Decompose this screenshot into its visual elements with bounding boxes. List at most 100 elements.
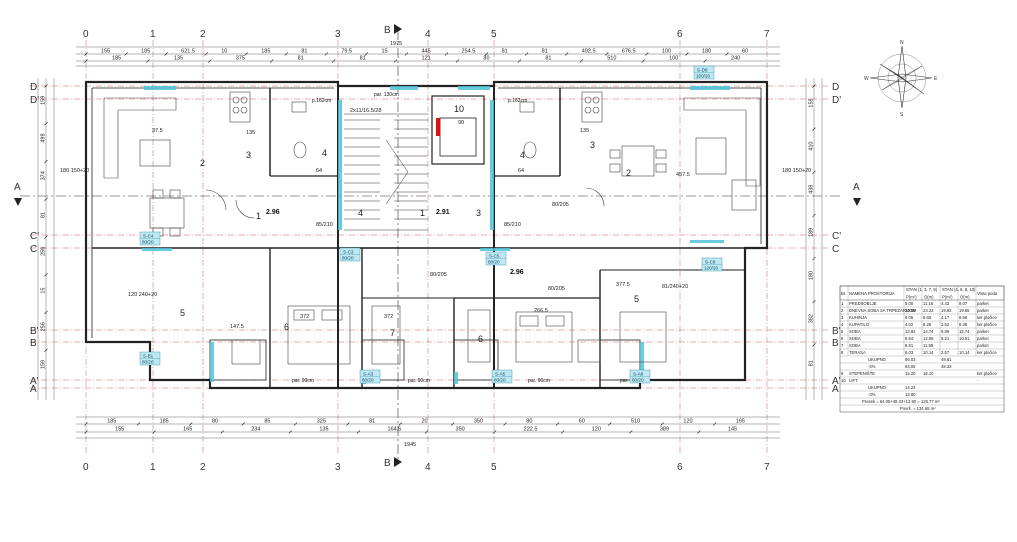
table-sumpct-val-0: 13.80 (905, 392, 916, 397)
table-cell-2-3: 8.68 (923, 315, 932, 320)
table-cell-1-6: parket (977, 308, 989, 313)
room-right-10: 10 (454, 104, 464, 114)
grid-row-left-B: B (30, 338, 37, 349)
room-right-3: 3 (590, 140, 595, 150)
table-pct-val-2: 48.33 (941, 364, 952, 369)
dim-left-2: 374 (41, 171, 47, 180)
dim-top-r2-tick-3 (270, 59, 274, 63)
dim-left-0: 159 (41, 96, 47, 105)
table-cell-3-0: 4 (841, 322, 844, 327)
room-left-2: 2 (200, 158, 205, 168)
dim-bot-r2-tick-0 (84, 430, 88, 434)
dim-top-r2-4: 81 (360, 56, 366, 62)
dim-top-total: 1975 (390, 41, 402, 47)
dim-right-3: 189 (809, 228, 815, 237)
table-footer-2: Površ. = 134.68 m² (900, 406, 936, 411)
grid-col-bottom-1: 1 (150, 462, 156, 473)
grid-row-left-prime-2: B' (30, 326, 39, 337)
dim-bot-r2-tick-8 (629, 430, 633, 434)
grid-col-bottom-4: 4 (425, 462, 431, 473)
dim-left-1: 498 (41, 133, 47, 142)
dim-top-r2-tick-0 (84, 59, 88, 63)
table-cell-5-6: parket (977, 336, 989, 341)
dim-top-r1-3: 10 (221, 49, 227, 55)
table-extra-1-0: 10 (841, 378, 846, 383)
section-marker-top: B (384, 25, 391, 36)
room-right-5: 5 (634, 294, 639, 304)
table-cell-1-1: DNEVNA SOBA SA TRPEZARIJOM (849, 308, 916, 313)
table-pct-val-0: 64.05 (905, 364, 916, 369)
table-subheader-5: O(m) (960, 295, 970, 300)
compass-e: E (934, 76, 938, 82)
furniture (103, 91, 761, 365)
grid-row-left-prime-0: D' (30, 95, 39, 106)
dim-top-r1-tick-14 (645, 52, 649, 56)
room-right-10-area: 90 (458, 120, 464, 126)
table-total-label: UKUPNO (868, 357, 887, 362)
table-subheader-3: O(m) (924, 295, 934, 300)
dim-bot-r2-0: 155 (115, 427, 124, 433)
dim-top-r2-9: 100 (669, 56, 678, 62)
table-cell-6-6: parket (977, 343, 989, 348)
compass-rose: N S E W (864, 40, 938, 118)
window-tag-code: S-B1 (143, 354, 154, 359)
dim-right-0: 159 (809, 98, 815, 107)
table-cell-5-3: 12.08 (923, 336, 934, 341)
compass-s: S (900, 112, 904, 118)
room-left-2-area: 37.5 (152, 128, 163, 134)
table-total-val-0: 66.03 (905, 357, 916, 362)
room-left-1-level: 2.96 (266, 209, 280, 216)
dim-top-r2-5: 121 (422, 56, 431, 62)
dim-bot-r2-7: 120 (592, 427, 601, 433)
table-cell-7-5: 10.14 (959, 350, 970, 355)
dim-top-r1-11: 81 (542, 49, 548, 55)
table-cell-7-3: 10.14 (923, 350, 934, 355)
room-right-1: 1 (420, 208, 425, 218)
dim-top-r1-2: 621.5 (181, 49, 195, 55)
dimension-ticks (44, 52, 816, 434)
room-right-2-area: 457.5 (676, 172, 690, 178)
table-cell-3-2: 4.02 (905, 322, 914, 327)
dim-top-r1-7: 15 (381, 49, 387, 55)
dim-bot-r2-9: 145 (728, 427, 737, 433)
grid-col-bottom-0: 0 (83, 462, 89, 473)
dim-right-1: 410 (809, 142, 815, 151)
dim-left-tick-4 (44, 235, 48, 239)
table-cell-1-3: 23.23 (923, 308, 934, 313)
window-tag-code: S-A3 (363, 372, 374, 377)
table-cell-1-0: 2 (841, 308, 844, 313)
dim-left-tick-1 (44, 122, 48, 126)
table-cell-5-4: 5.21 (941, 336, 950, 341)
window-note-right: 180 150+20 (782, 168, 811, 174)
table-cell-3-4: 3.52 (941, 322, 950, 327)
dim-bot-r1-tick-3 (241, 422, 245, 426)
window-tag-size: 80/20 (362, 378, 374, 383)
dimension-lines (37, 46, 823, 439)
dim-bot-r1-10: 510 (631, 419, 640, 425)
room-left-5: 5 (180, 308, 185, 318)
dim-bot-r1-0: 185 (107, 419, 116, 425)
grid-row-right-D: D (832, 82, 839, 93)
grid-row-right-A: A (832, 384, 839, 395)
compass-n: N (900, 40, 904, 46)
grid-col-top-7: 7 (764, 29, 770, 40)
grid-col-top-0: 0 (83, 29, 89, 40)
table-cell-3-3: 8.28 (923, 322, 932, 327)
dim-bot-r1-8: 80 (526, 419, 532, 425)
window-tag-code: S-D6 (697, 68, 708, 73)
window-tag-code: S-A8 (633, 372, 644, 377)
dim-bot-r1-tick-1 (136, 422, 141, 426)
dim-bot-r1-tick-10 (608, 422, 612, 426)
dim-bot-r1-tick-12 (712, 422, 717, 426)
dim-bot-r2-tick-9 (697, 430, 701, 434)
room-left-3-area: 135 (246, 130, 255, 136)
stair-dims: 2x11/16.5/28 (350, 108, 381, 114)
room-right-4-area: 64 (518, 168, 524, 174)
